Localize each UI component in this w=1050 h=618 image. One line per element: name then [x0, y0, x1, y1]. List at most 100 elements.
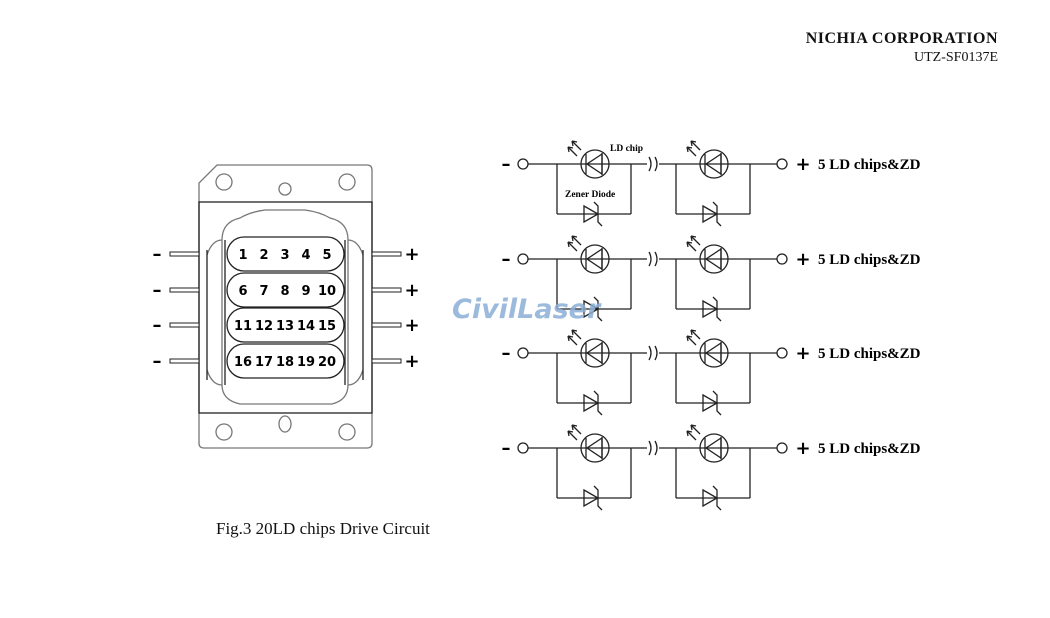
pin-lead-right — [371, 322, 402, 328]
pin-lead-right — [371, 287, 402, 293]
zener-bar — [712, 485, 722, 511]
chip-number: 6 — [238, 284, 247, 299]
mount-hole — [338, 173, 356, 191]
row-label: 5 LD chips&ZD — [818, 346, 921, 362]
pin-lead-right — [371, 251, 402, 257]
negative-terminal — [517, 253, 529, 265]
emission-arrow — [567, 146, 578, 157]
ld-chip-circle — [580, 244, 610, 274]
emission-arrow — [567, 430, 578, 441]
zener-bar — [712, 201, 722, 227]
row-label: 5 LD chips&ZD — [818, 441, 921, 457]
zener-bar — [593, 390, 603, 416]
negative-terminal — [517, 158, 529, 170]
chip-number: 10 — [318, 284, 336, 299]
chip-number: 20 — [318, 355, 336, 370]
ld-chip-circle — [580, 149, 610, 179]
negative-terminal-label: – — [502, 154, 511, 175]
emission-arrow — [690, 235, 701, 246]
chip-number: 19 — [297, 355, 315, 370]
plus-terminal-label: + — [404, 280, 419, 301]
chip-row-outline — [226, 343, 345, 379]
plus-terminal-label: + — [404, 244, 419, 265]
mount-hole — [215, 423, 233, 441]
mount-hole — [278, 182, 292, 196]
zener-triangle — [702, 488, 719, 508]
emission-arrow — [571, 329, 582, 340]
chip-number: 8 — [280, 284, 289, 299]
positive-terminal — [776, 442, 788, 454]
minus-terminal-label: – — [153, 280, 162, 301]
pin-lead-right — [371, 358, 402, 364]
watermark-logo: CivilLaser — [452, 294, 602, 325]
negative-terminal-label: – — [502, 343, 511, 364]
minus-terminal-label: – — [153, 244, 162, 265]
chip-number: 4 — [301, 248, 310, 263]
plus-terminal-label: + — [404, 315, 419, 336]
chip-number: 15 — [318, 319, 336, 334]
chip-number: 1 — [238, 248, 247, 263]
emission-arrow — [686, 335, 697, 346]
positive-terminal — [776, 158, 788, 170]
emission-arrow — [686, 146, 697, 157]
positive-terminal — [776, 347, 788, 359]
ld-chip-circle — [699, 433, 729, 463]
frame-curve — [206, 239, 364, 386]
positive-terminal-label: + — [795, 343, 810, 364]
ld-chip-circle — [699, 338, 729, 368]
package-outline — [198, 164, 373, 449]
zener-triangle — [702, 299, 719, 319]
break-symbol — [648, 156, 658, 172]
break-symbol — [648, 440, 658, 456]
pin-lead-left — [169, 322, 200, 328]
zener-triangle — [583, 393, 600, 413]
chip-number: 9 — [301, 284, 310, 299]
ld-chip-circle — [699, 244, 729, 274]
chip-number: 14 — [297, 319, 315, 334]
positive-terminal-label: + — [795, 438, 810, 459]
pin-lead-left — [169, 358, 200, 364]
chip-number: 13 — [276, 319, 294, 334]
minus-terminal-label: – — [153, 315, 162, 336]
figure-caption: Fig.3 20LD chips Drive Circuit — [216, 519, 430, 538]
plus-terminal-label: + — [404, 351, 419, 372]
emission-arrow — [571, 140, 582, 151]
emission-arrow — [686, 241, 697, 252]
ld-chip-circle — [699, 149, 729, 179]
chip-number: 11 — [234, 319, 252, 334]
chip-number: 5 — [322, 248, 331, 263]
chip-number: 3 — [280, 248, 289, 263]
negative-terminal-label: – — [502, 438, 511, 459]
emission-arrow — [567, 241, 578, 252]
ld-chip-label: LD chip — [610, 144, 643, 154]
document-id: UTZ-SF0137E — [914, 50, 998, 65]
zener-bar — [712, 390, 722, 416]
chip-row-outline — [226, 236, 345, 272]
emission-arrow — [686, 430, 697, 441]
company-name: NICHIA CORPORATION — [805, 30, 998, 47]
break-symbol — [648, 251, 658, 267]
ld-chip-circle — [580, 338, 610, 368]
chip-number: 2 — [259, 248, 268, 263]
zener-bar — [593, 201, 603, 227]
zener-bar — [593, 485, 603, 511]
mount-slot — [278, 415, 292, 433]
positive-terminal-label: + — [795, 154, 810, 175]
circuit-row: – +5 LD chips&ZD — [502, 424, 921, 511]
zener-triangle — [702, 204, 719, 224]
zener-triangle — [702, 393, 719, 413]
negative-terminal — [517, 442, 529, 454]
zener-bar — [593, 296, 603, 322]
emission-arrow — [567, 335, 578, 346]
minus-terminal-label: – — [153, 351, 162, 372]
row-label: 5 LD chips&ZD — [818, 252, 921, 268]
chip-number: 16 — [234, 355, 252, 370]
pin-lead-left — [169, 287, 200, 293]
emission-arrow — [571, 424, 582, 435]
inner-frame — [221, 209, 349, 405]
